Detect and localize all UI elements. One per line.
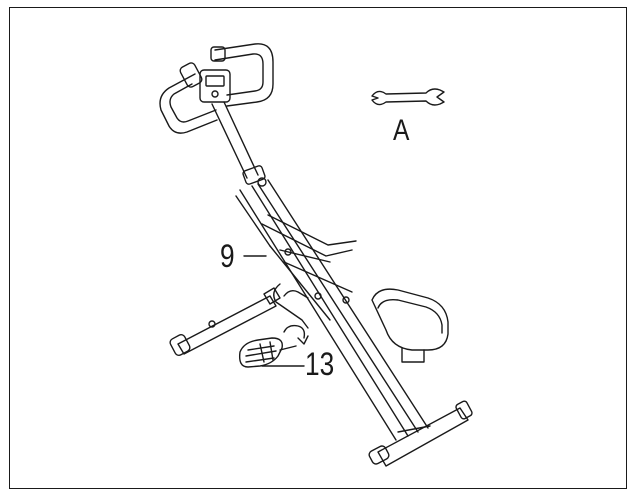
part-label-13: 13 [305, 346, 335, 382]
part-label-9: 9 [220, 238, 235, 274]
upright-post [211, 101, 267, 187]
rotation-arrow-icon [283, 324, 309, 345]
rear-stabilizer [368, 400, 473, 467]
diagram-frame [9, 7, 627, 489]
tool-label-a: A [393, 114, 410, 147]
wrench-icon [371, 88, 445, 106]
handlebar [159, 43, 274, 134]
main-frame [235, 179, 429, 441]
console-display [199, 69, 231, 103]
front-stabilizer [169, 283, 309, 356]
seat [371, 288, 449, 363]
pedal [238, 337, 297, 368]
